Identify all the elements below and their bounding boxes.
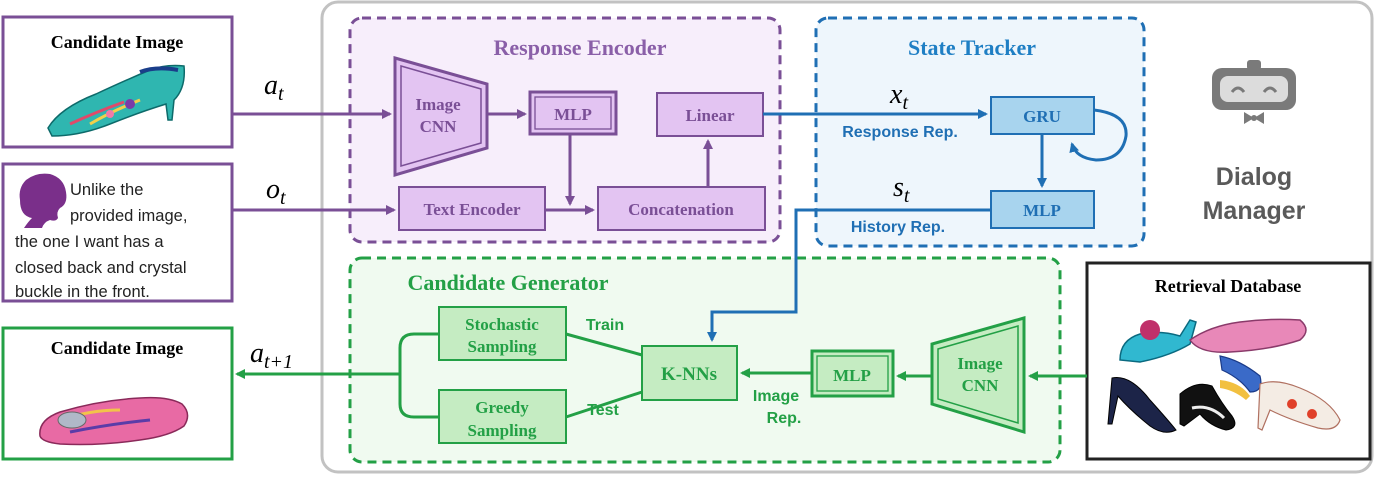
image-rep-line2: Rep.	[767, 410, 802, 427]
dialog-manager-frame	[320, 0, 1374, 474]
state-mlp-box	[990, 190, 1095, 229]
link-knn-to-stochastic	[565, 332, 643, 357]
concatenation-label: Concatenation	[628, 200, 734, 219]
a-t-plus-1-label: at+1	[250, 338, 293, 373]
user-silhouette-icon	[19, 173, 67, 228]
x-t-label: xt	[889, 79, 908, 114]
linear-label: Linear	[685, 106, 735, 125]
history-rep-label: History Rep.	[851, 219, 945, 236]
greedy-line1: Greedy	[475, 398, 529, 417]
o-t-label: ot	[266, 174, 286, 209]
stochastic-line2: Sampling	[468, 337, 537, 356]
sampling-merge-line	[398, 332, 439, 419]
candidate-mlp-label: MLP	[833, 366, 871, 385]
candidate-image-output-title: Candidate Image	[51, 338, 184, 358]
gru-box	[990, 96, 1095, 135]
response-image-cnn-line1: Image	[415, 95, 461, 114]
feedback-line-5: buckle in the front.	[15, 283, 150, 301]
retrieval-database-title: Retrieval Database	[1155, 276, 1301, 296]
train-label: Train	[586, 317, 624, 334]
response-encoder-title: Response Encoder	[494, 35, 667, 60]
gru-recurrent-loop	[1069, 108, 1128, 162]
text-encoder-box	[398, 186, 546, 231]
state-tracker-title: State Tracker	[908, 35, 1036, 60]
text-encoder-label: Text Encoder	[423, 200, 521, 219]
state-tracker-region	[814, 16, 1146, 248]
greedy-line2: Sampling	[468, 421, 537, 440]
candidate-generator-title: Candidate Generator	[407, 270, 608, 295]
robot-icon	[1212, 60, 1296, 124]
dialog-manager-label-line2: Manager	[1203, 197, 1306, 225]
stochastic-sampling-box	[438, 306, 567, 361]
feedback-line-1: Unlike the	[70, 181, 143, 199]
response-rep-label: Response Rep.	[842, 124, 958, 141]
response-mlp-inner	[534, 96, 612, 130]
response-image-cnn-line2: CNN	[420, 117, 458, 136]
knn-label: K-NNs	[661, 364, 717, 385]
response-mlp-label: MLP	[554, 105, 592, 124]
candidate-image-cnn-line1: Image	[957, 354, 1003, 373]
feedback-line-3: the one I want has a	[15, 233, 164, 251]
dialog-manager-label-line1: Dialog	[1216, 163, 1292, 191]
greedy-sampling-box	[438, 389, 567, 444]
a-t-label: at	[264, 70, 284, 105]
candidate-mlp-inner	[816, 355, 889, 392]
candidate-image-input-panel	[1, 15, 234, 149]
gru-label: GRU	[1023, 107, 1061, 126]
candidate-image-cnn-line2: CNN	[962, 376, 1000, 395]
feedback-line-2: provided image,	[70, 207, 187, 225]
linear-box	[656, 92, 764, 137]
state-mlp-label: MLP	[1023, 201, 1061, 220]
image-rep-line1: Image	[753, 388, 799, 405]
feedback-line-4: closed back and crystal	[15, 259, 187, 277]
response-mlp-box	[528, 90, 618, 136]
shoe-flat-image	[39, 396, 189, 446]
arrow-history-to-knn	[707, 208, 991, 342]
s-t-label: st	[893, 172, 910, 207]
knn-box	[641, 345, 738, 401]
concatenation-box	[597, 186, 766, 231]
link-knn-to-greedy	[565, 390, 643, 419]
test-label: Test	[587, 402, 619, 419]
stochastic-line1: Stochastic	[465, 315, 539, 334]
retrieval-shoes-image	[1107, 318, 1341, 433]
response-image-cnn-block: Image CNN	[393, 56, 489, 178]
candidate-image-cnn-block: Image CNN	[930, 316, 1026, 435]
candidate-image-input-title: Candidate Image	[51, 32, 184, 52]
shoe-mule-image	[47, 64, 186, 137]
